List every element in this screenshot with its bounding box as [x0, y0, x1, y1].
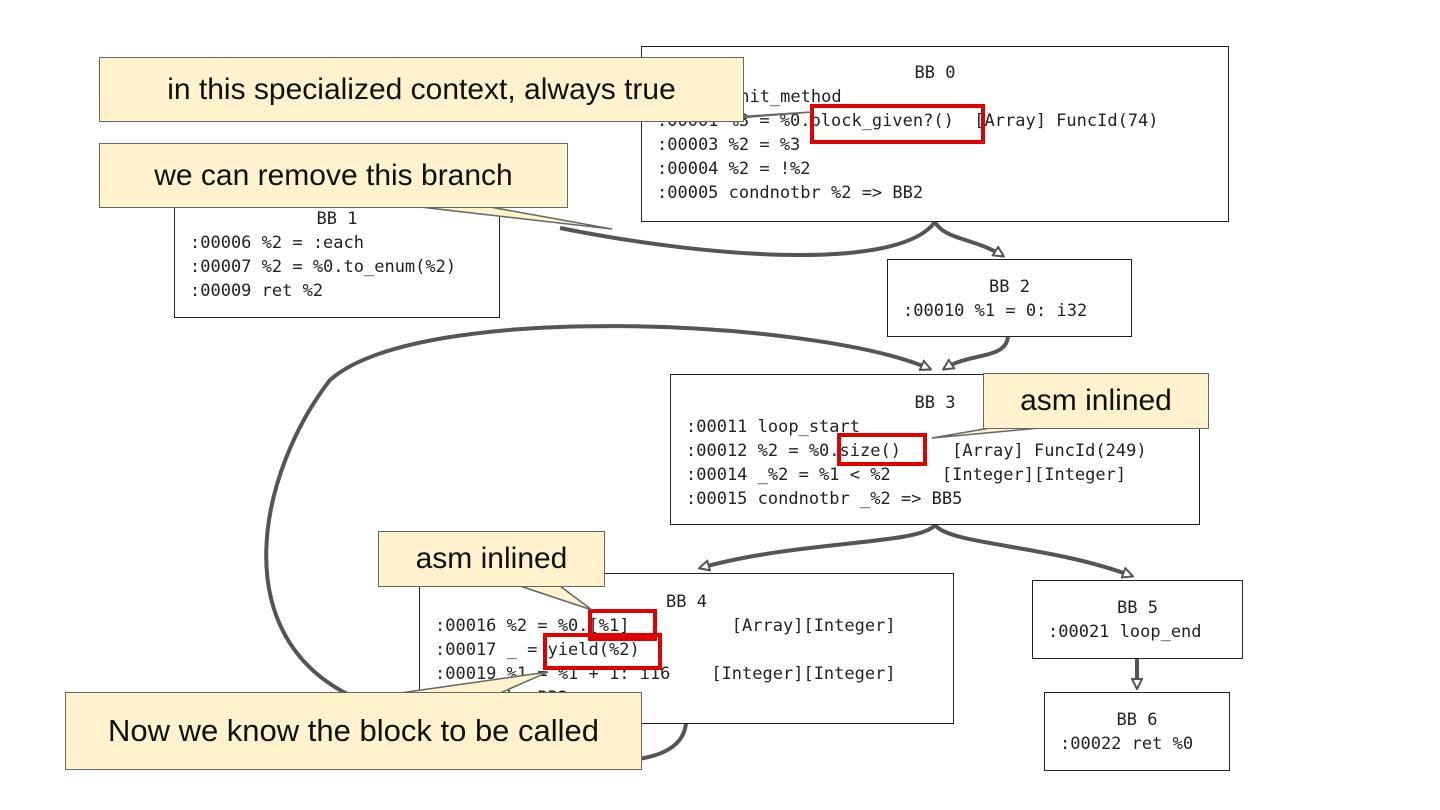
edge-bb3-bb5: [933, 523, 1132, 576]
block-line: :00003 %2 = %3: [657, 135, 801, 155]
block-line: :00016 %2 = %0.[%1] [Array][Integer]: [435, 616, 896, 636]
block-title: BB 4: [666, 592, 707, 612]
edge-bb0-bb2: [933, 220, 1003, 256]
block-line: :00021 loop_end: [1048, 622, 1202, 642]
block-title: BB 5: [1117, 598, 1158, 618]
block-line: :00022 ret %0: [1060, 734, 1194, 754]
block-title: BB 3: [914, 393, 956, 413]
callout-always-true: in this specialized context, always true: [99, 57, 744, 122]
block-line: :00004 %2 = !%2: [657, 159, 811, 179]
highlight-index-call: [588, 609, 657, 641]
block-line: :00006 %2 = :each: [190, 233, 364, 253]
highlight-size-call: [837, 433, 927, 466]
callout-remove-branch: we can remove this branch: [99, 143, 568, 208]
block-line: :00007 %2 = %0.to_enum(%2): [190, 257, 457, 277]
callout-text: we can remove this branch: [154, 158, 513, 192]
edge-bb2-bb3: [944, 336, 1010, 369]
basic-block-bb5: BB 5 :00021 loop_end: [1032, 580, 1243, 659]
block-line: :00015 condnotbr _%2 => BB5: [686, 489, 963, 509]
block-line: :00017 _ = yield(%2): [435, 640, 640, 660]
callout-asm-inlined-index: asm inlined: [378, 531, 605, 587]
block-line: :00010 %1 = 0: i32: [903, 301, 1088, 321]
callout-text: Now we know the block to be called: [107, 713, 600, 748]
edge-bb3-bb4: [700, 523, 937, 568]
edge-bb0-bb1: [559, 220, 937, 258]
callout-text: asm inlined: [1020, 384, 1172, 417]
callout-block-called: Now we know the block to be called: [65, 692, 642, 770]
block-title: BB 0: [914, 63, 956, 83]
basic-block-bb0: BB 0 init_method :00001 %3 = %0.block_gi…: [641, 46, 1229, 222]
callout-text: asm inlined: [415, 542, 568, 575]
block-line: :00005 condnotbr %2 => BB2: [657, 183, 924, 203]
block-line: init_method: [729, 87, 842, 107]
basic-block-bb6: BB 6 :00022 ret %0: [1044, 692, 1230, 771]
block-line: :00011 loop_start: [686, 417, 860, 437]
highlight-yield-call: [543, 633, 662, 670]
basic-block-bb2: BB 2 :00010 %1 = 0: i32: [887, 259, 1132, 337]
block-line: :00012 %2 = %0.size() [Array] FuncId(249…: [686, 441, 1147, 461]
basic-block-bb1: BB 1 :00006 %2 = :each :00007 %2 = %0.to…: [174, 200, 500, 318]
callout-text: in this specialized context, always true: [167, 72, 676, 106]
block-line: :00019 %1 = %1 + 1: i16 [Integer][Intege…: [435, 664, 896, 684]
callout-asm-inlined-size: asm inlined: [983, 373, 1209, 429]
block-title: BB 1: [316, 209, 358, 229]
block-line: :00014 _%2 = %1 < %2 [Integer][Integer]: [686, 465, 1127, 485]
block-title: BB 2: [989, 277, 1030, 297]
block-title: BB 6: [1116, 710, 1158, 730]
highlight-block-given: [810, 104, 985, 144]
block-line: :00009 ret %2: [190, 281, 324, 301]
